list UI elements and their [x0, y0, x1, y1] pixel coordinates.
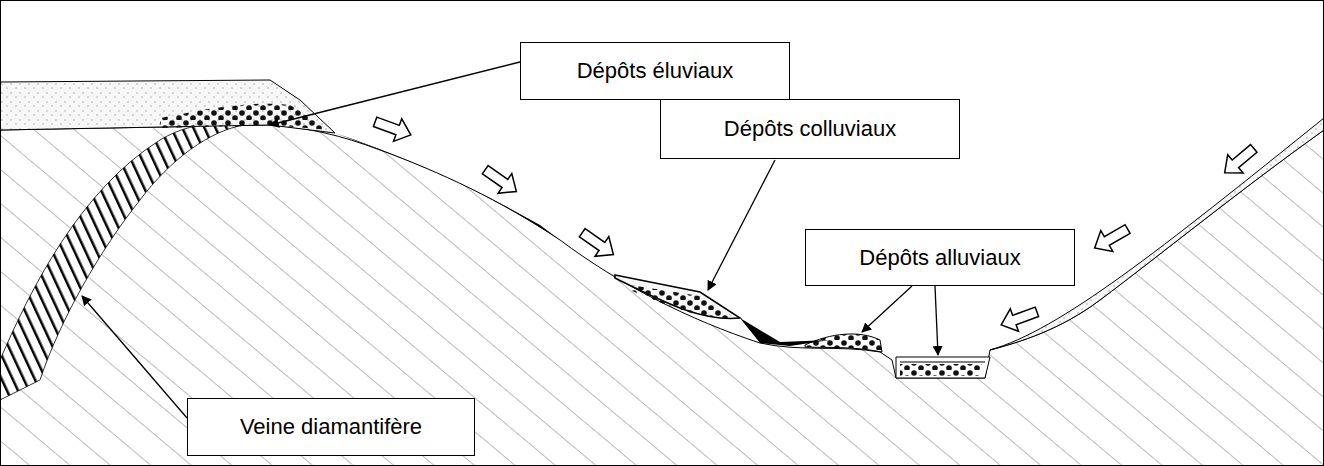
label-text: Dépôts éluviaux	[577, 58, 734, 84]
label-box: Dépôts colluviaux	[660, 99, 960, 159]
label-text: Dépôts colluviaux	[724, 116, 896, 142]
label-box: Veine diamantifère	[187, 398, 475, 456]
label-text: Dépôts alluviaux	[859, 245, 1020, 271]
label-box: Dépôts éluviaux	[520, 42, 790, 100]
label-box: Dépôts alluviaux	[805, 229, 1075, 286]
label-text: Veine diamantifère	[240, 414, 422, 440]
